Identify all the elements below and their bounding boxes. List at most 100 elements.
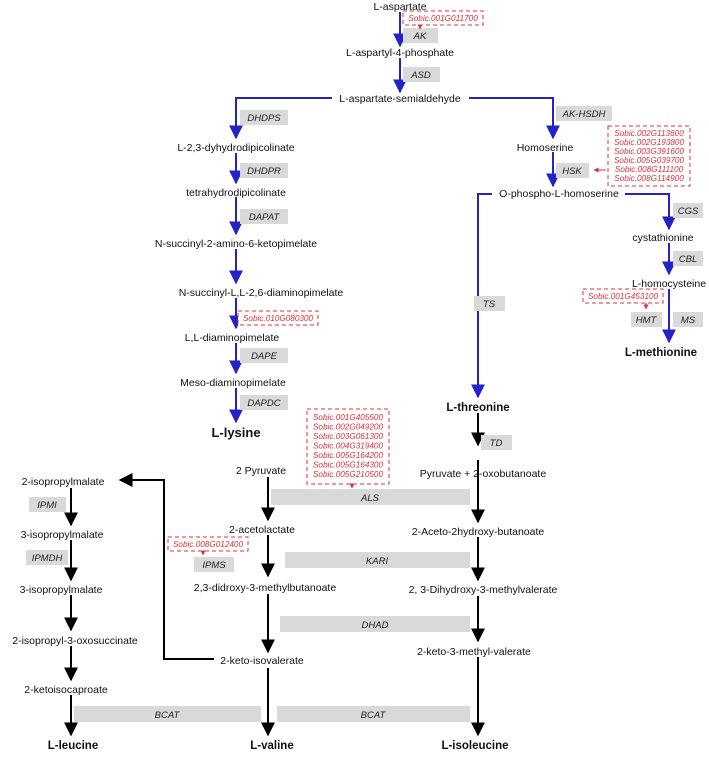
metabolite-2-isopropylmalate: 2-isopropylmalate [22,476,105,488]
metabolite-acetolactate: 2-acetolactate [229,524,295,536]
enzyme-bcat-1: BCAT [74,706,261,722]
gene-id: Sobic.003G061300 [313,432,384,441]
svg-text:CGS: CGS [678,206,699,217]
gene-box-ipms: Sobic.008G012400 [167,536,249,556]
svg-text:BCAT: BCAT [155,710,181,721]
metabolite-l-isoleucine: L-isoleucine [441,740,508,752]
arrow-phospho-to-threonine [471,193,492,399]
metabolite-tetrahydrodipicolinate: tetrahydrodipicolinate [186,187,286,199]
metabolite-dihydrodipicolinate: L-2,3-dyhydrodipicolinate [177,142,294,154]
gene-id: Sobic.008G111100 [615,165,684,174]
metabolite-homoserine: Homoserine [517,142,574,154]
metabolite-l-aspartyl-4-phosphate: L-aspartyl-4-phosphate [346,47,454,59]
enzyme-kari: KARI [285,552,470,568]
metabolite-o-phospho-homoserine: O-phospho-L-homoserine [499,188,619,200]
svg-text:ALS: ALS [360,493,380,504]
metabolite-l-lysine: L-lysine [211,425,260,440]
enzyme-ipms: IPMS [194,557,234,572]
enzyme-ak-hsdh: AK-HSDH [556,106,612,121]
enzyme-dape: DAPE [240,348,288,363]
gene-id: Sobic.002G049200 [313,423,384,432]
aspartate-arrows [229,12,676,424]
metabolite-labels: L-aspartate L-aspartyl-4-phosphate L-asp… [12,1,706,752]
gene-id: Sobic.005G164300 [313,461,384,470]
arrow-isovalerate-to-isopropylmalate [118,473,214,660]
metabolite-l-threonine: L-threonine [446,402,509,414]
gene-box-hsk: Sobic.002G113600 Sobic.002G193800 Sobic.… [593,125,691,187]
svg-text:HMT: HMT [636,315,658,326]
svg-text:DAPAT: DAPAT [249,212,280,223]
enzyme-bcat-2: BCAT [277,706,470,722]
metabolite-keto-isovalerate: 2-keto-isovalerate [220,655,304,667]
metabolite-keto-methyl-valerate: 2-keto-3-methyl-valerate [417,646,531,658]
svg-text:AK: AK [413,31,427,42]
metabolite-succinyl-diaminopimelate: N-succinyl-L,L-2,6-diaminopimelate [179,287,344,299]
enzyme-dhdps: DHDPS [240,110,288,125]
enzyme-ts: TS [474,296,505,311]
metabolite-isopropyl-oxosuccinate: 2-isopropyl-3-oxosuccinate [12,635,138,647]
gene-box-dapat: Sobic.010G080300 [237,310,319,326]
svg-text:DHDPS: DHDPS [247,113,281,124]
arrow-phospho-to-cystathionine [625,193,676,231]
svg-text:IPMDH: IPMDH [32,553,63,564]
metabolite-l-valine: L-valine [250,740,293,752]
svg-text:ASD: ASD [410,70,431,81]
metabolite-ketoisocaproate: 2-ketoisocaproate [24,684,108,696]
svg-text:DAPE: DAPE [251,351,278,362]
metabolite-3-isopropylmalate-b: 3-isopropylmalate [20,584,103,596]
gene-id: Sobic.002G113600 [614,129,684,138]
enzyme-ms: MS [673,312,703,327]
metabolite-l-aspartate-semialdehyde: L-aspartate-semialdehyde [339,93,461,105]
metabolite-pyruvate-oxobutanoate: Pyruvate + 2-oxobutanoate [420,468,547,480]
gene-id: Sobic.001G453100 [588,292,659,301]
gene-box-als: Sobic.001G405500 Sobic.002G049200 Sobic.… [306,408,390,489]
metabolite-3-isopropylmalate: 3-isopropylmalate [21,529,104,541]
arrow-semialdehyde-to-dihydrodipicolinate [229,97,332,140]
enzyme-dhad: DHAD [280,616,470,632]
metabolite-succinyl-ketopimelate: N-succinyl-2-amino-6-ketopimelate [155,238,317,250]
enzyme-hmt: HMT [631,312,662,327]
svg-text:AK-HSDH: AK-HSDH [562,109,606,120]
gene-box-ak: Sobic.001G011700 [402,10,484,30]
metabolite-meso-diaminopimelate: Meso-diaminopimelate [180,377,286,389]
arrow-semialdehyde-to-homoserine [469,97,560,140]
svg-text:IPMS: IPMS [202,560,226,571]
svg-text:MS: MS [681,315,696,326]
gene-id: Sobic.005G039700 [614,156,685,165]
svg-text:DHDPR: DHDPR [247,166,281,177]
gene-id: Sobic.008G114900 [614,174,684,183]
metabolite-2-pyruvate: 2 Pyruvate [236,465,286,477]
metabolite-ll-diaminopimelate: L,L-diaminopimelate [185,332,280,344]
enzyme-td: TD [481,435,512,450]
gene-id: Sobic.002G193800 [614,138,685,147]
enzyme-cbl: CBL [673,251,703,266]
gene-id: Sobic.005G210500 [313,470,384,479]
svg-text:TS: TS [483,299,496,310]
gene-id: Sobic.008G012400 [173,540,244,549]
enzyme-hsk: HSK [556,163,589,178]
enzyme-dapat: DAPAT [240,209,288,224]
metabolite-aceto-hydroxy-butanoate: 2-Aceto-2hydroxy-butanoate [412,526,545,538]
metabolite-l-aspartate: L-aspartate [373,1,426,13]
svg-text:KARI: KARI [366,556,389,567]
gene-id: Sobic.005G164200 [313,451,384,460]
gene-id: Sobic.003G391600 [614,147,685,156]
enzyme-dhdpr: DHDPR [240,163,288,178]
svg-text:BCAT: BCAT [361,710,387,721]
enzyme-als: ALS [271,489,470,505]
gene-box-hmt: Sobic.001G453100 [582,288,664,310]
svg-text:DAPDC: DAPDC [247,398,280,409]
metabolite-l-leucine: L-leucine [48,740,98,752]
enzyme-dapdc: DAPDC [240,395,288,410]
enzyme-ipmi: IPMI [29,497,66,512]
svg-text:CBL: CBL [679,254,697,265]
enzyme-cgs: CGS [673,203,703,218]
enzyme-ipmdh: IPMDH [26,550,68,565]
enzyme-asd: ASD [403,67,440,82]
svg-text:TD: TD [490,438,503,449]
gene-id: Sobic.001G011700 [408,14,478,23]
gene-id: Sobic.010G080300 [243,314,314,323]
metabolite-l-methionine: L-methionine [625,347,697,359]
